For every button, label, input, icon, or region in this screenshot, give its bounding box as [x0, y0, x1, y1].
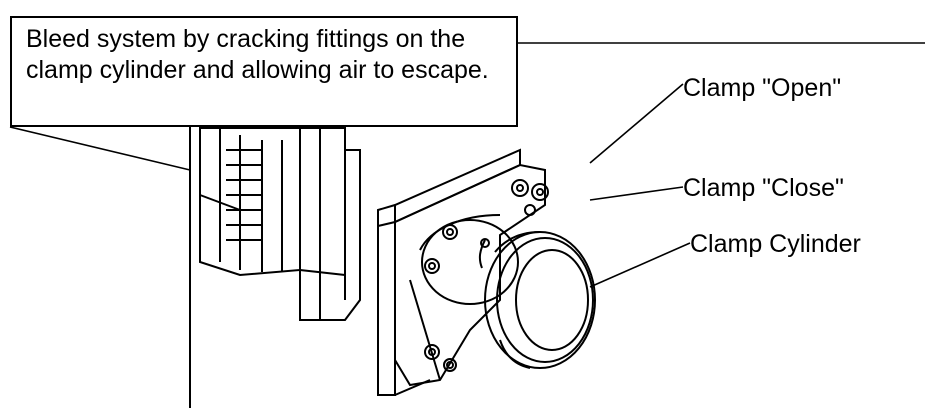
ribbed-housing [199, 127, 301, 277]
bleed-instruction-callout: Bleed system by cracking fittings on the… [10, 16, 518, 127]
flange-plate [377, 148, 521, 396]
label-clamp-close: Clamp "Close" [683, 174, 844, 202]
clamp-cylinder-leader [589, 242, 691, 288]
fitting-bolts [424, 179, 549, 372]
clamp-open-leader [589, 83, 684, 164]
label-clamp-cylinder: Clamp Cylinder [690, 230, 861, 258]
callout-bottom-leader [9, 126, 191, 171]
cylinder-end-cap [484, 231, 596, 369]
label-clamp-open: Clamp "Open" [683, 74, 842, 102]
bleed-instruction-text: Bleed system by cracking fittings on the… [26, 25, 489, 84]
center-column [299, 127, 361, 321]
clamp-close-leader [589, 186, 684, 201]
